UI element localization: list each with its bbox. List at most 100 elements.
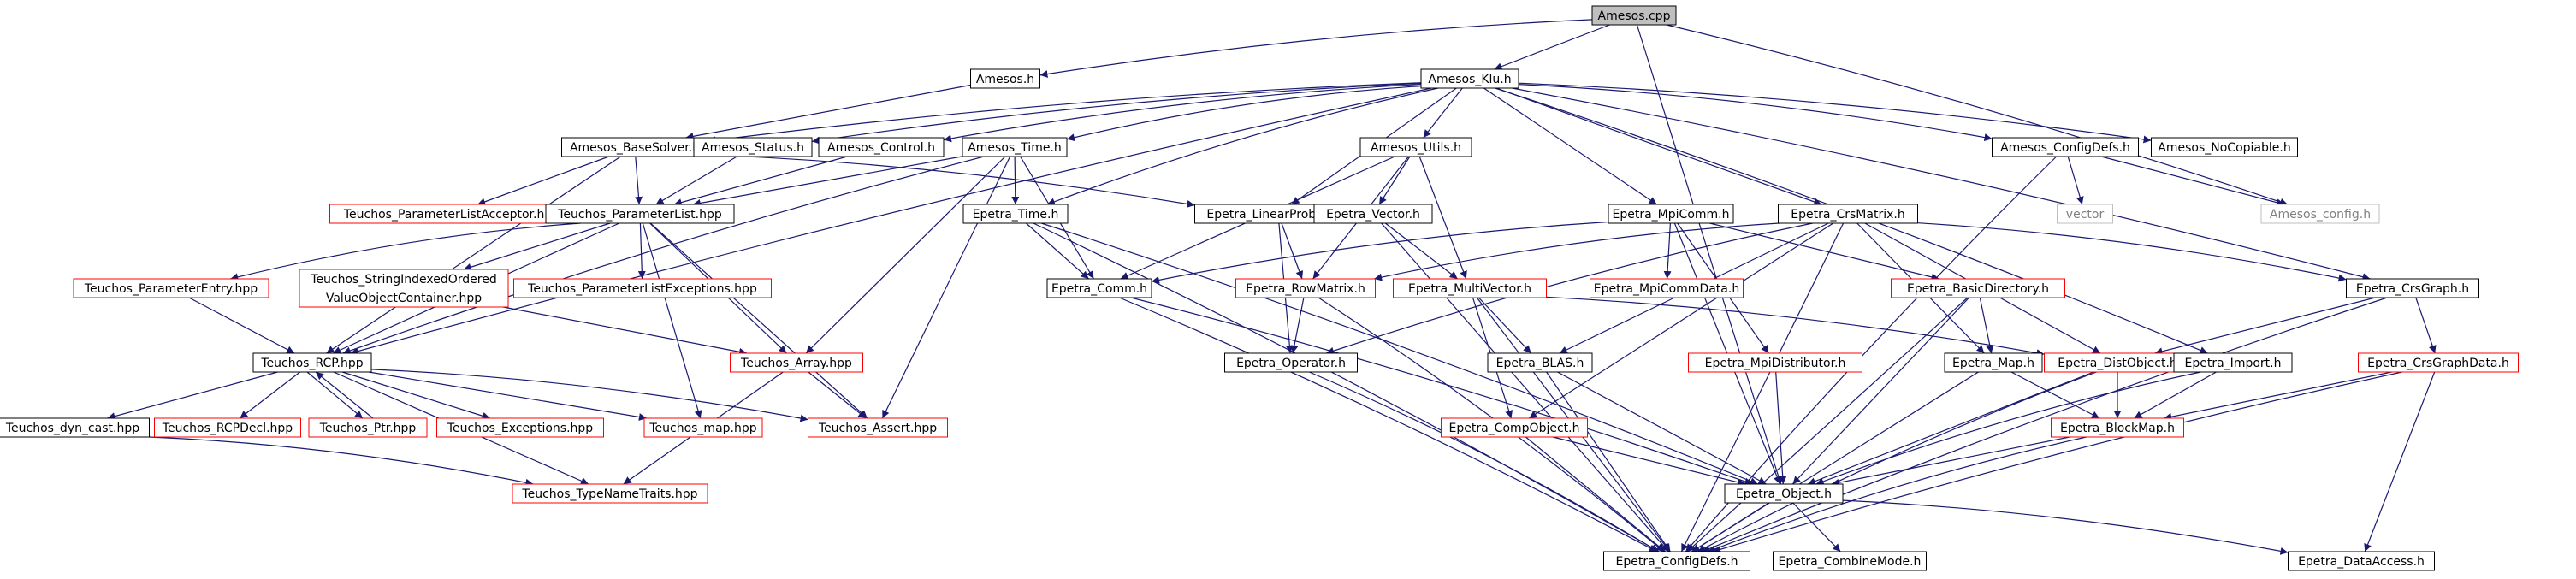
node-label: Epetra_MpiComm.h <box>1613 208 1730 222</box>
node-epetra-import-h[interactable]: Epetra_Import.h <box>2173 352 2293 373</box>
node-teuchos-dyn-cast[interactable]: Teuchos_dyn_cast.hpp <box>0 417 150 438</box>
edge-amesos_klu_h-to-amesos_status_h <box>811 82 1422 145</box>
edge-amesos_klu_h-to-epetra_time_h <box>1046 87 1439 206</box>
node-amesos-time-h[interactable]: Amesos_Time.h <box>962 137 1068 157</box>
node-box <box>1441 417 1588 438</box>
node-epetra-basicdirectory-h[interactable]: Epetra_BasicDirectory.h <box>1891 278 2065 298</box>
node-teuchos-stringindexed[interactable]: Teuchos_StringIndexedOrderedValueObjectC… <box>299 269 509 308</box>
node-amesos-configdefs-h[interactable]: Amesos_ConfigDefs.h <box>1992 137 2139 157</box>
node-teuchos-array-hpp[interactable]: Teuchos_Array.hpp <box>730 352 863 373</box>
node-teuchos-parameterentry[interactable]: Teuchos_ParameterEntry.hpp <box>73 278 269 298</box>
node-epetra-comm-h[interactable]: Epetra_Comm.h <box>1046 278 1152 298</box>
node-teuchos-rcpdecl[interactable]: Teuchos_RCPDecl.hpp <box>154 417 301 438</box>
edge-epetra_mpicomm_h-to-epetra_mpicommdata_h <box>1663 222 1672 280</box>
node-box <box>962 204 1069 224</box>
node-epetra-blas-h[interactable]: Epetra_BLAS.h <box>1487 352 1593 373</box>
edge-epetra_map_h-to-epetra_blockmap_h <box>2010 371 2100 419</box>
node-label: Teuchos_dyn_cast.hpp <box>5 422 139 435</box>
node-teuchos-rcp-hpp[interactable]: Teuchos_RCP.hpp <box>252 352 372 373</box>
node-epetra-vector-h[interactable]: Epetra_Vector.h <box>1313 204 1433 224</box>
edge-amesos_cpp-to-epetra_object_h <box>1636 24 1783 485</box>
node-box <box>730 352 863 373</box>
node-amesos-utils-h[interactable]: Amesos_Utils.h <box>1359 137 1472 157</box>
edge-epetra_operator_h-to-epetra_configdefs_h <box>1309 371 1659 552</box>
node-label: Teuchos_TypeNameTraits.hpp <box>521 487 697 501</box>
node-teuchos-exceptions[interactable]: Teuchos_Exceptions.hpp <box>436 417 604 438</box>
edge-teuchos_rcp_hpp-to-teuchos_exceptions <box>342 371 490 420</box>
node-box <box>2358 352 2519 373</box>
node-epetra-operator-h[interactable]: Epetra_Operator.h <box>1224 352 1358 373</box>
edge-teuchos_dyn_cast-to-teuchos_typenametraits <box>149 436 534 487</box>
node-box <box>1313 204 1433 224</box>
node-amesos-control-h[interactable]: Amesos_Control.h <box>818 137 945 157</box>
node-label: ValueObjectContainer.hpp <box>326 292 482 305</box>
node-teuchos-map[interactable]: Teuchos_map.hpp <box>643 417 763 438</box>
node-epetra-blockmap-h[interactable]: Epetra_BlockMap.h <box>2051 417 2184 438</box>
edge-epetra_import_h-to-epetra_object_h <box>1815 371 2201 486</box>
edge-epetra_crsmatrix_h-to-epetra_compobject_h <box>1528 222 1834 419</box>
node-label: Epetra_CrsGraphData.h <box>2367 357 2509 370</box>
node-label: Amesos_Status.h <box>702 141 804 155</box>
node-amesos-nocopiable-h[interactable]: Amesos_NoCopiable.h <box>2151 137 2298 157</box>
node-teuchos-parameterlistacceptor[interactable]: Teuchos_ParameterListAcceptor.hpp <box>329 204 574 224</box>
edge-epetra_rowmatrix_h-to-epetra_configdefs_h <box>1318 297 1665 552</box>
node-label: Amesos_Klu.h <box>1428 73 1511 86</box>
edge-epetra_basicdirectory_h-to-epetra_configdefs_h <box>1686 297 1969 552</box>
node-amesos-cpp[interactable]: Amesos.cpp <box>1591 5 1677 26</box>
node-teuchos-typenametraits[interactable]: Teuchos_TypeNameTraits.hpp <box>512 483 708 504</box>
node-teuchos-parameterlistexceptions[interactable]: Teuchos_ParameterListExceptions.hpp <box>513 278 772 298</box>
node-epetra-time-h[interactable]: Epetra_Time.h <box>962 204 1069 224</box>
node-box <box>1420 68 1519 89</box>
edge-teuchos_parameterlist-to-teuchos_stringindexed <box>463 222 611 271</box>
node-epetra-compobject-h[interactable]: Epetra_CompObject.h <box>1441 417 1588 438</box>
node-amesos-klu-h[interactable]: Amesos_Klu.h <box>1420 68 1519 89</box>
node-box <box>252 352 372 373</box>
edge-epetra_blockmap_h-to-epetra_configdefs_h <box>1708 436 2087 552</box>
edge-epetra_time_h-to-epetra_comm_h <box>1026 222 1089 280</box>
node-label: Epetra_CombineMode.h <box>1779 555 1922 569</box>
node-box <box>299 269 509 308</box>
node-amesos-h[interactable]: Amesos.h <box>970 68 1040 89</box>
node-box <box>1688 352 1862 373</box>
node-epetra-multivector-h[interactable]: Epetra_MultiVector.h <box>1393 278 1547 298</box>
edge-epetra_distobject_h-to-epetra_configdefs_h <box>1697 371 2097 552</box>
node-epetra-crsmatrix-h[interactable]: Epetra_CrsMatrix.h <box>1778 204 1918 224</box>
node-label: Epetra_BLAS.h <box>1496 357 1584 370</box>
node-epetra-combinemode-h[interactable]: Epetra_CombineMode.h <box>1773 551 1927 571</box>
node-epetra-mpicomm-h[interactable]: Epetra_MpiComm.h <box>1608 204 1734 224</box>
edge-teuchos_rcp_hpp-to-teuchos_ptr <box>306 371 364 419</box>
node-label: Epetra_Map.h <box>1952 357 2034 370</box>
node-box <box>1891 278 2065 298</box>
node-epetra-crsgraph-h[interactable]: Epetra_CrsGraph.h <box>2346 278 2479 298</box>
edge-epetra_multivector_h-to-epetra_blas_h <box>1477 297 1532 354</box>
node-box <box>1944 352 2043 373</box>
node-label: Amesos_BaseSolver.h <box>570 141 700 155</box>
node-epetra-rowmatrix-h[interactable]: Epetra_RowMatrix.h <box>1235 278 1376 298</box>
edge-amesos_klu_h-to-epetra_mpicomm_h <box>1483 87 1657 205</box>
edge-teuchos_rcp_hpp-to-teuchos_assert <box>370 369 808 422</box>
node-teuchos-assert[interactable]: Teuchos_Assert.hpp <box>808 417 948 438</box>
node-label: Epetra_BlockMap.h <box>2060 422 2175 435</box>
edge-amesos_configdefs_h-to-vector <box>2067 156 2084 205</box>
node-box <box>1773 551 1927 571</box>
node-teuchos-ptr[interactable]: Teuchos_Ptr.hpp <box>308 417 428 438</box>
node-epetra-mpidistributor-h[interactable]: Epetra_MpiDistributor.h <box>1688 352 1862 373</box>
edge-amesos_cpp-to-amesos_config_h <box>1666 24 2289 206</box>
node-epetra-configdefs-h[interactable]: Epetra_ConfigDefs.h <box>1603 551 1750 571</box>
node-box <box>1603 551 1750 571</box>
node-label: Epetra_RowMatrix.h <box>1246 282 1365 296</box>
node-epetra-map-h[interactable]: Epetra_Map.h <box>1944 352 2043 373</box>
node-epetra-mpicommdata-h[interactable]: Epetra_MpiCommData.h <box>1590 278 1744 298</box>
node-epetra-dataaccess-h[interactable]: Epetra_DataAccess.h <box>2288 551 2435 571</box>
node-teuchos-parameterlist[interactable]: Teuchos_ParameterList.hpp <box>545 204 735 224</box>
node-epetra-object-h[interactable]: Epetra_Object.h <box>1724 483 1844 504</box>
edge-epetra_crsmatrix_h-to-epetra_configdefs_h <box>1680 222 1845 552</box>
node-epetra-crsgraphdata-h[interactable]: Epetra_CrsGraphData.h <box>2358 352 2519 373</box>
edge-amesos_klu_h-to-amesos_configdefs_h <box>1518 84 1993 142</box>
node-amesos-basesolver-h[interactable]: Amesos_BaseSolver.h <box>561 137 708 157</box>
node-epetra-distobject-h[interactable]: Epetra_DistObject.h <box>2044 352 2191 373</box>
node-amesos-status-h[interactable]: Amesos_Status.h <box>693 137 813 157</box>
node-box <box>2151 137 2298 157</box>
edge-amesos_basesolver_h-to-teuchos_parameterlistacceptor <box>477 156 610 206</box>
